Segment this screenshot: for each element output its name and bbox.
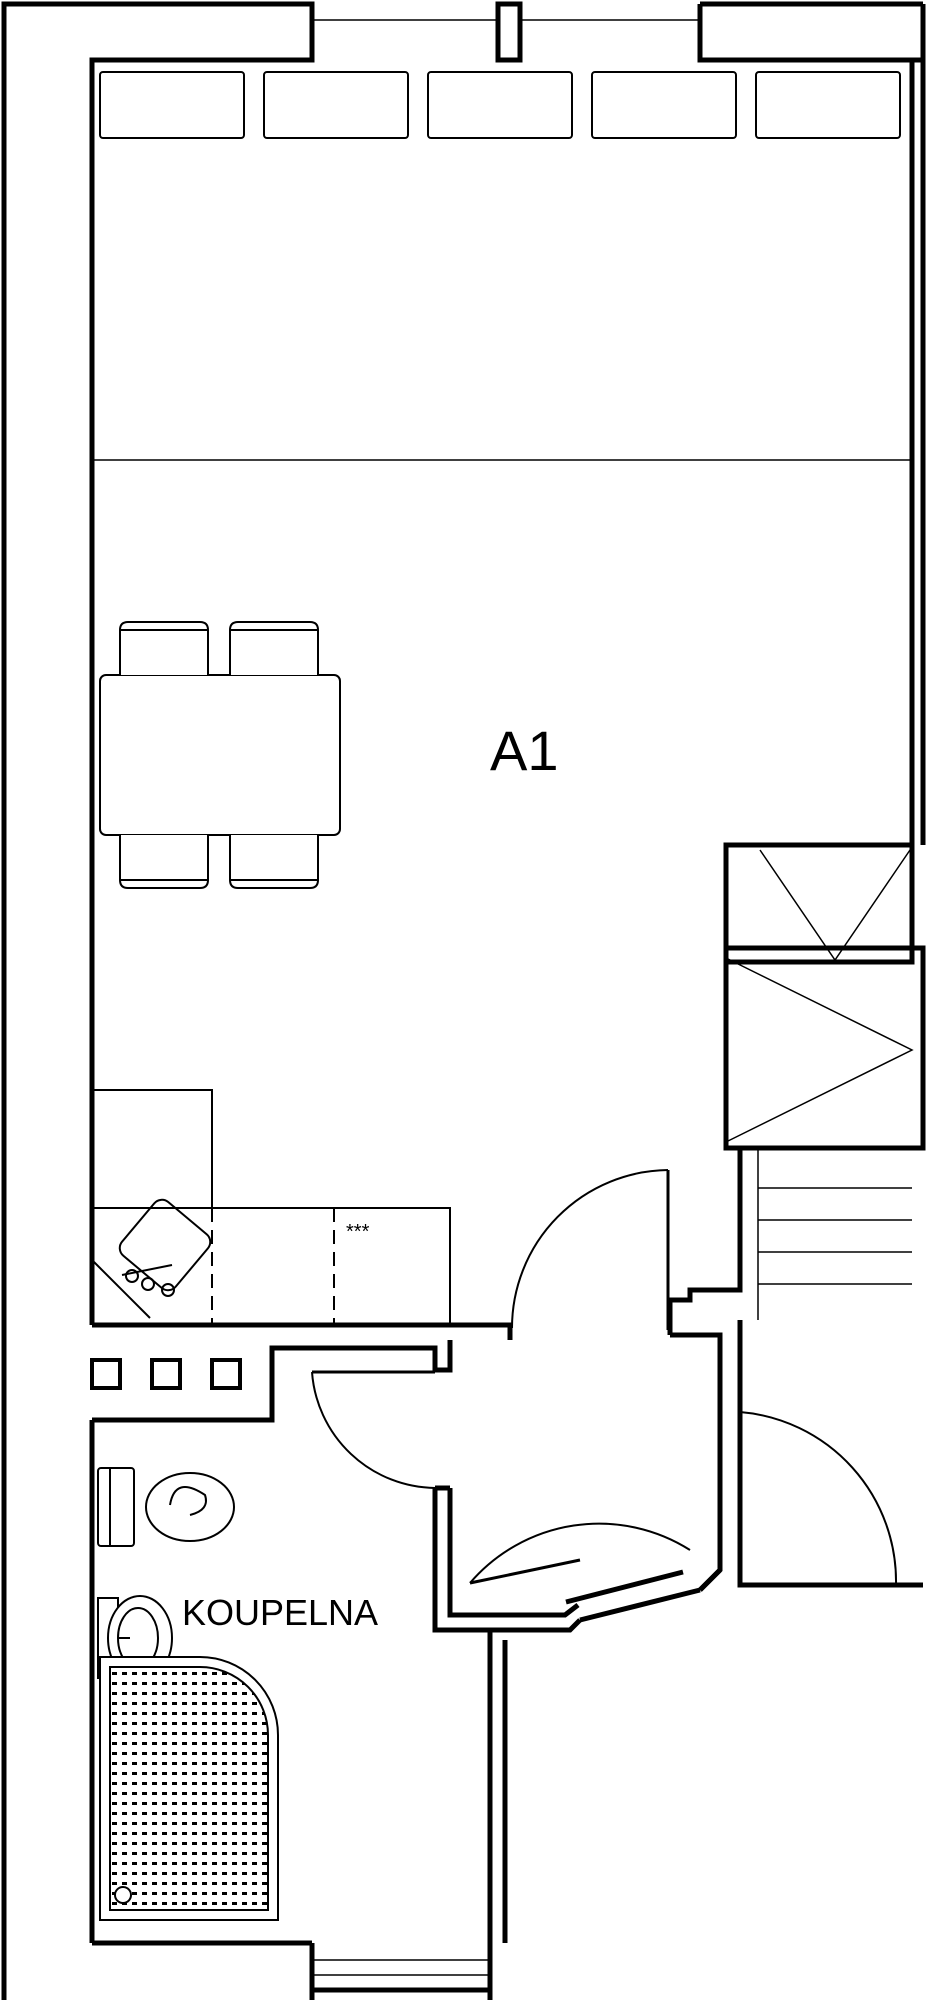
kitchen bbox=[91, 1089, 451, 1325]
stove-marking: *** bbox=[346, 1221, 370, 1243]
kitchen-sink bbox=[91, 1198, 212, 1319]
bathroom-label: KOUPELNA bbox=[182, 1592, 378, 1633]
dining-set bbox=[99, 621, 341, 889]
toilet bbox=[97, 1467, 235, 1547]
doors bbox=[311, 1169, 898, 1586]
room-lines bbox=[92, 19, 914, 1976]
shower-tray bbox=[99, 1656, 279, 1921]
beds bbox=[99, 71, 901, 139]
vent-squares bbox=[90, 1358, 242, 1390]
unit-label: A1 bbox=[490, 719, 559, 782]
